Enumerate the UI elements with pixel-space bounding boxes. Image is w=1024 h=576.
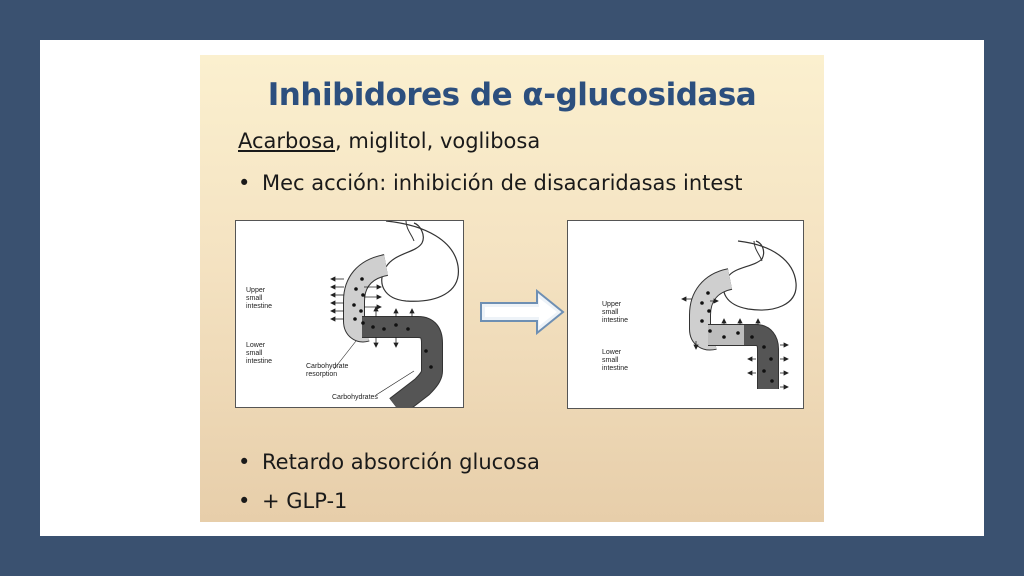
- bullet-text: Mec acción: inhibición de disacaridasas …: [262, 171, 743, 195]
- intestine-illustration-inhibited: [681, 240, 797, 390]
- bullet-delayed-absorption: • Retardo absorción glucosa: [238, 450, 540, 474]
- bullet-text: Retardo absorción glucosa: [262, 450, 540, 474]
- drug-list: Acarbosa, miglitol, voglibosa: [238, 129, 540, 153]
- bullet-glp1: • + GLP-1: [238, 489, 347, 513]
- right-arrow-icon: [480, 289, 565, 335]
- label-lower-small-intestine: Lower small intestine: [246, 342, 273, 365]
- label-upper-small-intestine: Upper small intestine: [602, 301, 629, 324]
- bullet-text: + GLP-1: [262, 489, 348, 513]
- drug-acarbosa: Acarbosa: [238, 129, 336, 153]
- label-carbohydrate-resorption: Carbohydrate resorption: [306, 363, 349, 378]
- slide-title: Inhibidores de α-glucosidasa: [267, 77, 757, 113]
- label-upper-small-intestine: Upper small intestine: [246, 287, 273, 310]
- label-carbohydrates: Carbohydrates: [332, 394, 378, 401]
- bullet-marker: •: [238, 171, 251, 195]
- slide: Inhibidores de α-glucosidasa Acarbosa, m…: [200, 55, 824, 522]
- intestine-illustration-normal: [330, 221, 459, 407]
- bullet-marker: •: [238, 489, 251, 513]
- bullet-marker: •: [238, 450, 251, 474]
- drug-list-rest: , miglitol, voglibosa: [335, 129, 541, 153]
- bullet-mechanism: • Mec acción: inhibición de disacaridasas…: [238, 171, 743, 195]
- label-lower-small-intestine: Lower small intestine: [602, 349, 629, 372]
- diagram-normal-absorption: Upper small intestine Lower small intest…: [235, 220, 464, 408]
- diagram-inhibited-absorption: Upper small intestine Lower small intest…: [567, 220, 804, 409]
